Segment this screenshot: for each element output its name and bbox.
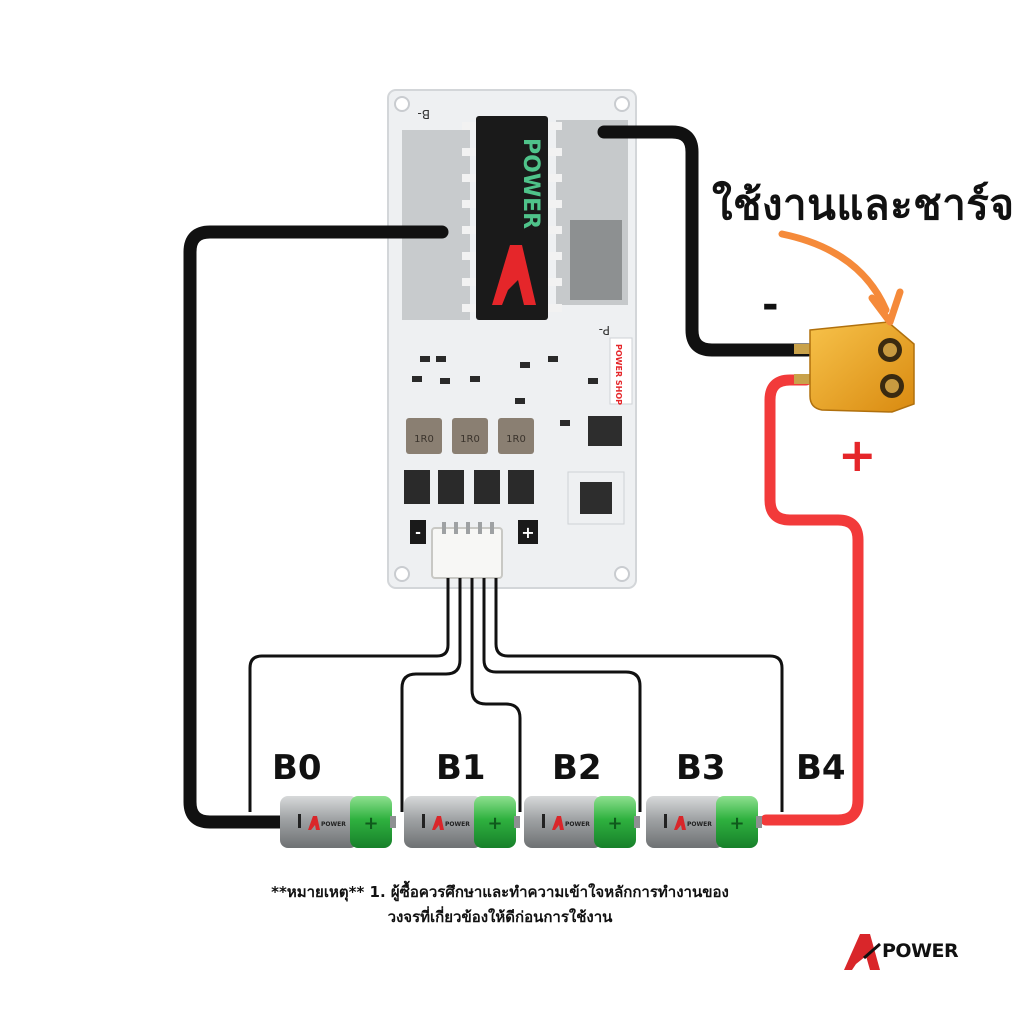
battery-label-b4: B4 (796, 748, 846, 788)
battery-plus-mark: + (607, 813, 622, 834)
inductor-mark: 1R0 (460, 434, 480, 445)
balance-wires (248, 578, 784, 812)
battery-cell: + POWER (646, 796, 762, 848)
bms-board: POWER B- P- POWER SHOP 1R0 1R0 1R0 (387, 89, 637, 589)
battery-label-b3: B3 (676, 748, 726, 788)
board-minus-mark: - (415, 525, 421, 541)
b-minus-label: B- (417, 107, 430, 121)
battery-logo-text: POWER (565, 821, 590, 828)
balance-connector (431, 527, 503, 579)
brand-text: POWER (882, 940, 959, 962)
battery-label-b1: B1 (436, 748, 486, 788)
usage-charge-label: ใช้งานและชาร์จ (712, 180, 1015, 229)
battery-cell: + POWER (280, 796, 396, 848)
negative-wires (183, 125, 815, 829)
battery-plus-mark: + (729, 813, 744, 834)
battery-cell: + POWER (404, 796, 520, 848)
battery-label-b0: B0 (272, 748, 322, 788)
inductor-mark: 1R0 (414, 434, 434, 445)
xt60-connector (794, 321, 915, 413)
battery-logo-icon (552, 816, 564, 830)
inductors: 1R0 1R0 1R0 (406, 418, 534, 454)
inductor-mark: 1R0 (506, 434, 526, 445)
positive-wire (760, 374, 864, 826)
brand-logo-icon (844, 934, 881, 970)
negative-label: - (762, 282, 779, 328)
chip-logo-icon (492, 245, 536, 305)
brand-logo: POWER (840, 930, 980, 974)
battery-logo-text: POWER (445, 821, 470, 828)
battery-label-b2: B2 (552, 748, 602, 788)
board-plus-mark: + (521, 523, 534, 542)
arrow-icon (778, 230, 904, 326)
mosfet-chip (476, 116, 548, 320)
battery-logo-icon (308, 816, 320, 830)
battery-pack: + POWER + POWER + POWER + POWER (280, 796, 762, 848)
sticker-text: POWER SHOP (614, 344, 623, 405)
battery-logo-text: POWER (687, 821, 712, 828)
battery-logo-icon (674, 816, 686, 830)
note-line-2: วงจรที่เกี่ยวข้องให้ดีก่อนการใช้งาน (387, 908, 613, 926)
positive-label: + (838, 428, 877, 482)
note-line-1: **หมายเหตุ** 1. ผู้ซื้อควรศึกษาและทำความ… (271, 883, 729, 901)
battery-plus-mark: + (363, 813, 378, 834)
battery-plus-mark: + (487, 813, 502, 834)
p-minus-label: P- (599, 323, 610, 337)
chip-brand-text: POWER (518, 138, 543, 229)
battery-logo-icon (432, 816, 444, 830)
battery-cell: + POWER (524, 796, 640, 848)
note-text: **หมายเหตุ** 1. ผู้ซื้อควรศึกษาและทำความ… (180, 880, 820, 930)
battery-logo-text: POWER (321, 821, 346, 828)
